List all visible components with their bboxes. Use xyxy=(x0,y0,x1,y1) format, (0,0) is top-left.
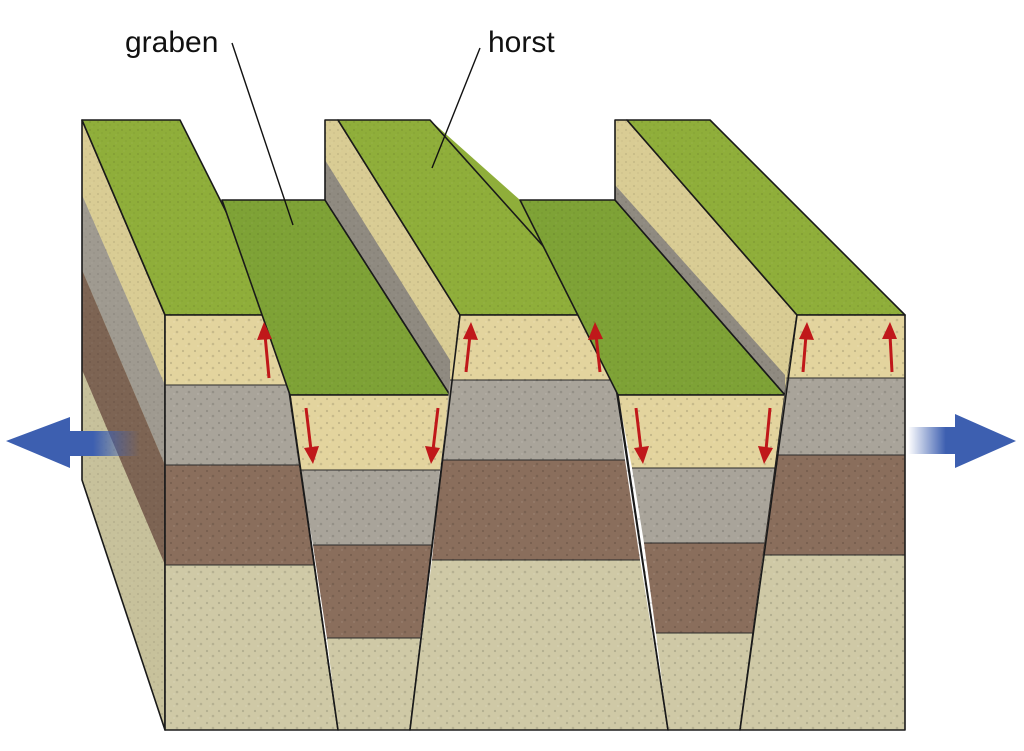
horst-block-right xyxy=(614,119,906,731)
extension-arrow-left-icon xyxy=(6,417,140,468)
left-side-face xyxy=(81,119,166,731)
horst-label-group: horst xyxy=(431,26,555,169)
down-arrow-icon xyxy=(304,407,319,464)
horst-leader-line xyxy=(431,47,481,169)
down-arrow-icon xyxy=(758,407,773,464)
extension-arrow-right-icon xyxy=(908,414,1016,468)
down-arrow-icon xyxy=(634,407,649,464)
up-arrow-icon xyxy=(799,322,814,373)
graben-block-right xyxy=(519,199,786,731)
fault-motion-arrows xyxy=(257,322,897,464)
horst-block-left xyxy=(81,119,339,731)
horst-block-middle xyxy=(324,119,669,731)
up-arrow-icon xyxy=(882,322,897,373)
up-arrow-icon xyxy=(463,322,478,373)
down-arrow-icon xyxy=(425,407,440,464)
graben-label-group: graben xyxy=(125,26,294,226)
up-arrow-icon xyxy=(588,322,603,373)
graben-leader-line xyxy=(231,42,294,226)
horst-label: horst xyxy=(488,26,555,59)
graben-label: graben xyxy=(125,26,218,59)
up-arrow-icon xyxy=(257,322,272,379)
